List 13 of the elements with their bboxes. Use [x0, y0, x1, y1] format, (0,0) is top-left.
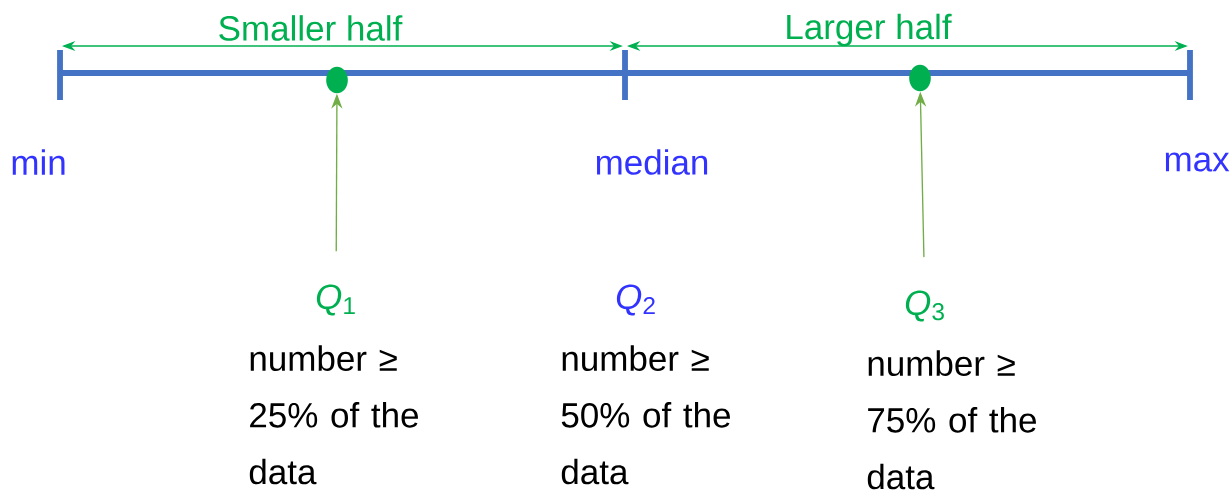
description-text: number ≥ 50% of the data — [561, 345, 730, 485]
description-text: number ≥ 75% of the data — [867, 350, 1036, 490]
data-point — [326, 66, 348, 94]
dimension-label: Larger half — [787, 13, 952, 47]
data-point — [909, 64, 931, 92]
quartile-label: Q$_{2}$ — [616, 284, 655, 316]
dimension-label: Smaller half — [219, 15, 403, 41]
axis-label: max — [1165, 152, 1230, 172]
quartile-label: Q$_{1}$ — [316, 284, 355, 316]
description-text: number ≥ 25% of the data — [249, 345, 418, 485]
quartile-label: Q$_{3}$ — [905, 290, 944, 322]
axis-label: median — [596, 149, 708, 175]
axis-label: min — [12, 149, 65, 175]
